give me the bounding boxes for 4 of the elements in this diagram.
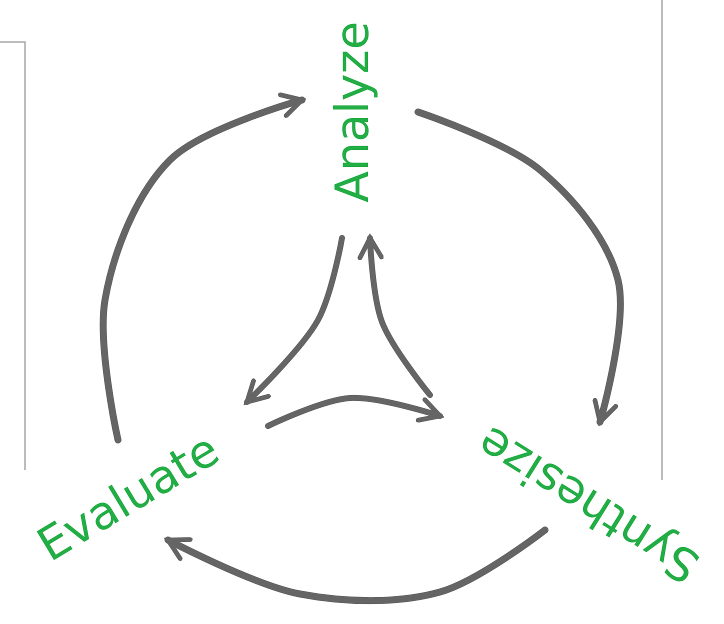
step-label: Analyze	[329, 21, 375, 203]
arrow	[414, 108, 624, 426]
arrow	[164, 526, 548, 604]
arrow	[100, 92, 306, 444]
